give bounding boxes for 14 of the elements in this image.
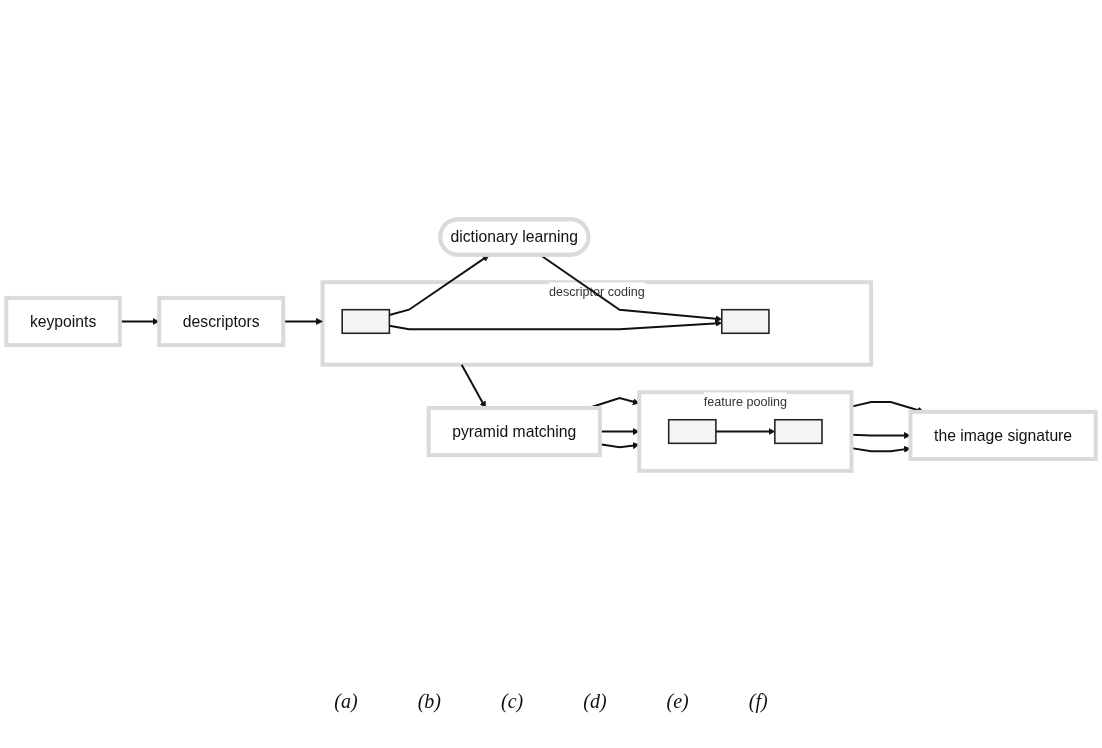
node-box [774,418,823,445]
panel-caption: (a) [334,690,358,713]
node-box: descriptors [157,295,286,347]
panel-caption: (d) [583,690,607,713]
panel-caption: (f) [748,690,768,713]
node-box: the image signature [908,409,1098,461]
panel-caption: (c) [501,690,524,713]
node-box [667,418,717,445]
node-box [721,308,770,334]
node-box: keypoints [4,295,122,347]
panel-caption: (e) [666,690,689,713]
node-box [341,308,391,334]
panel-caption: (b) [417,690,441,713]
node-box: pyramid matching [426,405,602,457]
